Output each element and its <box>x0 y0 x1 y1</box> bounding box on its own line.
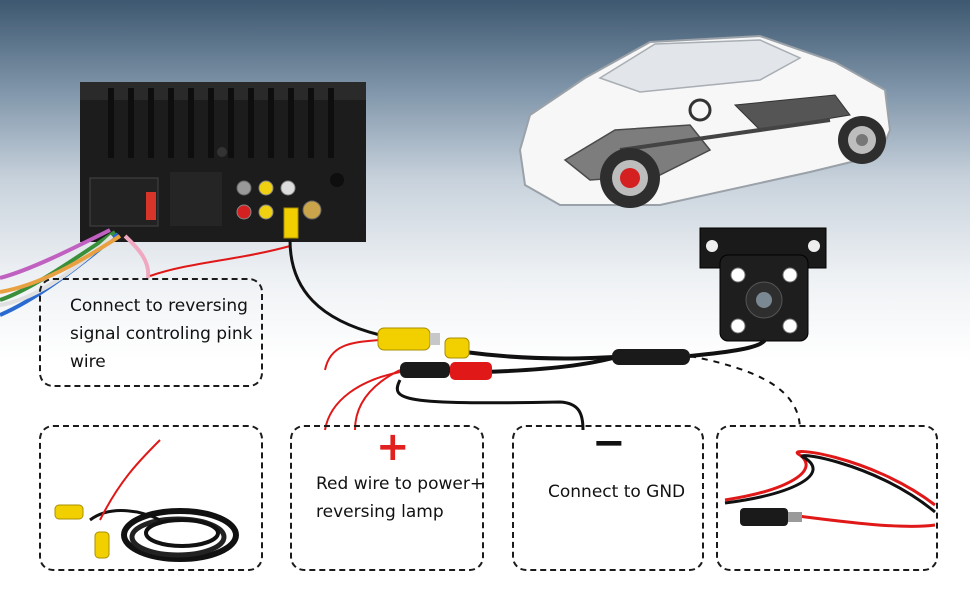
reversing-signal-line-3: wire <box>70 352 106 372</box>
reversing-signal-label: Connect to reversing signal controling p… <box>70 292 252 376</box>
reversing-signal-line-2: signal controling pink <box>70 324 253 344</box>
cable-photo-box <box>39 425 263 571</box>
gnd-box <box>512 425 704 571</box>
rear-camera-icon <box>699 227 827 342</box>
rca-connectors <box>283 207 690 380</box>
power-cable-photo-box <box>716 425 938 571</box>
rca-cable-coil-icon <box>54 439 239 562</box>
power-line-1: Red wire to power+ <box>316 474 485 494</box>
power-line-2: reversing lamp <box>316 502 444 522</box>
reversing-signal-line-1: Connect to reversing <box>70 296 248 316</box>
gnd-label: Connect to GND <box>548 482 686 502</box>
car-cutaway-icon <box>518 34 892 208</box>
reversing-signal-box <box>39 278 263 387</box>
head-unit-icon <box>80 82 366 242</box>
signal-wire <box>149 245 291 277</box>
plus-symbol: + <box>376 424 410 470</box>
power-cable-icon <box>724 450 936 528</box>
power-label: Red wire to power+ reversing lamp <box>316 470 484 526</box>
minus-symbol: − <box>592 420 626 466</box>
power-box <box>290 425 484 571</box>
